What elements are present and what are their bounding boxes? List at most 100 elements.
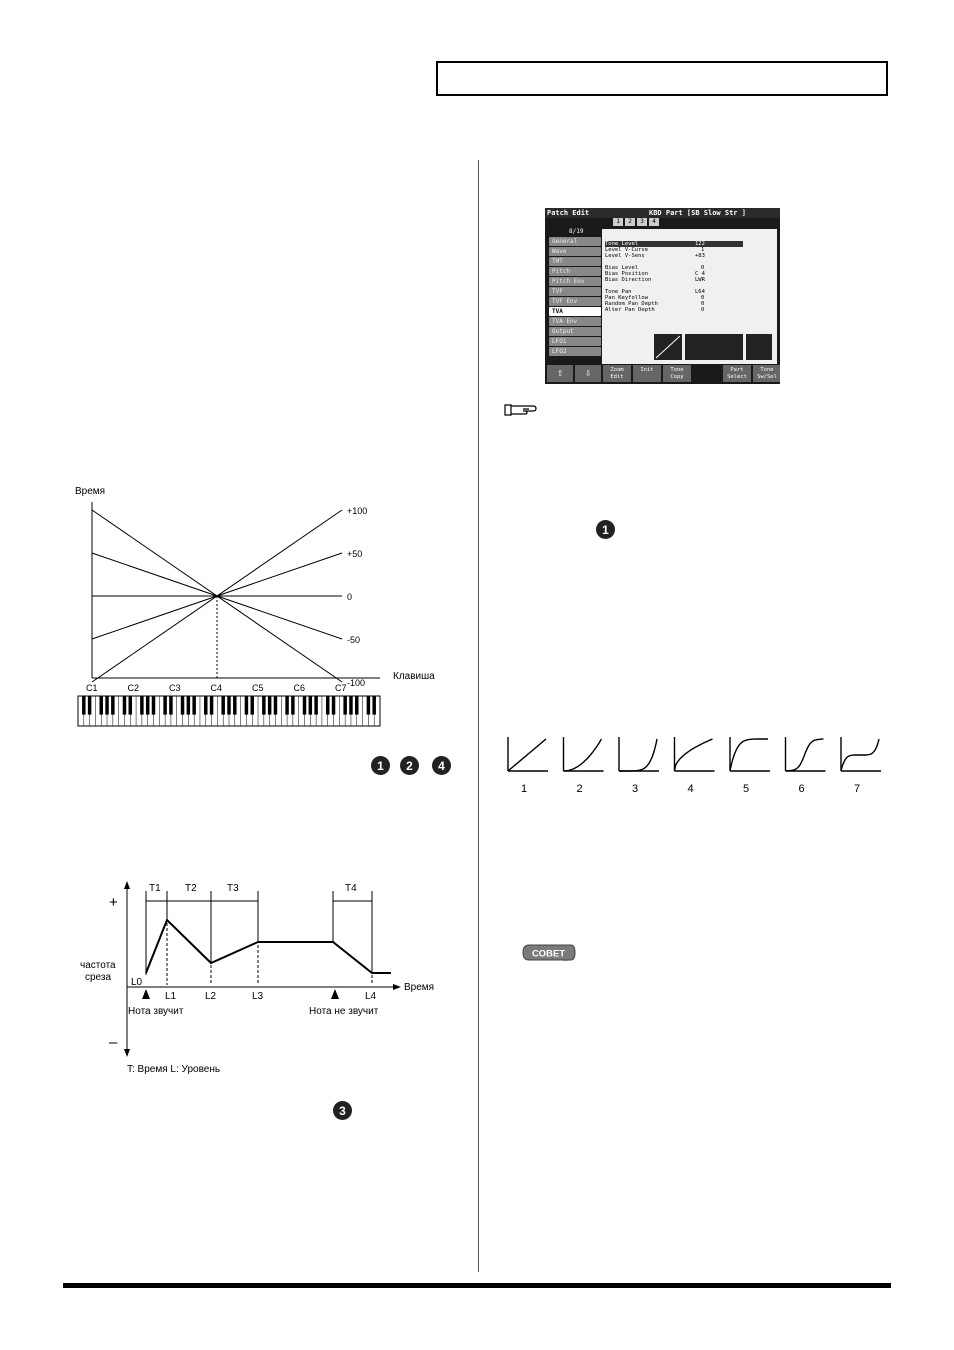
keyfollow-series-label-2: 0: [347, 592, 352, 602]
lcd-side-tvf-env[interactable]: TVF Env: [549, 297, 601, 306]
keyfollow-note-3: C4: [211, 683, 223, 693]
marker-4: 4: [432, 756, 451, 775]
lcd-tab-4[interactable]: 4: [649, 218, 659, 226]
keyfollow-note-2: C3: [169, 683, 181, 693]
envelope-chart: + – частота среза Время T1 T2 T3 T4 L0 L…: [80, 881, 434, 1075]
env-note-on: Нота звучит: [128, 1006, 184, 1017]
lcd-tabs: 1 2 3 4: [613, 218, 659, 227]
keyboard-black-key: [331, 696, 336, 715]
curve-label-1: 1: [521, 783, 527, 795]
lcd-part-select-button[interactable]: Part Select: [723, 365, 751, 382]
env-minus: –: [109, 1034, 118, 1051]
keyboard-black-key: [186, 696, 191, 715]
env-note-off: Нота не звучит: [309, 1006, 379, 1017]
keyboard-black-key: [267, 696, 272, 715]
keyboard-black-key: [372, 696, 376, 715]
keyboard-black-key: [204, 696, 208, 715]
keyboard-black-key: [343, 696, 347, 715]
keyboard-black-key: [105, 696, 109, 715]
lcd-side-wave[interactable]: Wave: [549, 247, 601, 256]
lcd-init-button[interactable]: Init: [633, 365, 661, 382]
lcd-tab-2[interactable]: 2: [625, 218, 635, 226]
lcd-down-arrow-icon[interactable]: ⇩: [575, 365, 601, 382]
curve-3: [619, 738, 658, 772]
keyfollow-note-6: C7: [335, 683, 347, 693]
bottom-rule: [63, 1283, 891, 1288]
lcd-side-tva-env[interactable]: TVA Env: [549, 317, 601, 326]
keyboard-black-key: [244, 696, 249, 715]
keyboard-black-key: [163, 696, 167, 715]
keyboard-black-key: [291, 696, 295, 715]
lcd-side-tmt[interactable]: TMT: [549, 257, 601, 266]
env-t4: T4: [345, 883, 357, 894]
lcd-side-lfo2[interactable]: LFO2: [549, 347, 601, 356]
curve-5: [729, 738, 768, 772]
keyboard-black-key: [192, 696, 196, 715]
keyfollow-note-4: C5: [252, 683, 264, 693]
lcd-up-arrow-icon[interactable]: ⇧: [547, 365, 573, 382]
keyfollow-note-5: C6: [294, 683, 306, 693]
keyfollow-line-4: [91, 509, 343, 683]
keyboard-black-key: [145, 696, 150, 715]
curve-1: [507, 738, 547, 772]
lcd-tone-copy-button[interactable]: Tone Copy: [663, 365, 691, 382]
env-t3: T3: [227, 883, 239, 894]
lcd-side-output[interactable]: Output: [549, 327, 601, 336]
keyfollow-series-label-1: -50: [347, 635, 360, 645]
env-l1: L1: [165, 991, 177, 1002]
env-l2: L2: [205, 991, 217, 1002]
lcd-side-pitch-env[interactable]: Pitch Env: [549, 277, 601, 286]
lcd-row-level-vsens[interactable]: Level V-Sens+83: [605, 253, 705, 259]
keyboard-black-key: [151, 696, 156, 715]
keyboard-black-key: [349, 696, 353, 715]
env-l4: L4: [365, 991, 377, 1002]
lcd-side-lfo1[interactable]: LFO1: [549, 337, 601, 346]
env-legend: T: Время L: Уровень: [127, 1064, 220, 1075]
keyboard-black-key: [233, 696, 237, 715]
env-ylabel-2: среза: [85, 972, 111, 983]
keyboard-black-key: [128, 696, 133, 715]
lcd-curve-graph: [654, 334, 682, 360]
keyboard-black-key: [285, 696, 289, 715]
keyboard-black-key: [250, 696, 254, 715]
lcd-side-pitch[interactable]: Pitch: [549, 267, 601, 276]
keyboard-black-key: [262, 696, 266, 715]
lcd-zoom-edit-button[interactable]: Zoom Edit: [603, 365, 631, 382]
lcd-side-general[interactable]: General: [549, 237, 601, 246]
marker-1-right: 1: [596, 520, 615, 539]
lcd-page: 8/19: [569, 228, 584, 235]
curve-2: [563, 738, 603, 772]
lcd-tab-1[interactable]: 1: [613, 218, 623, 226]
keyboard-black-key: [87, 696, 92, 715]
keyboard-black-key: [302, 696, 307, 715]
marker-2: 2: [400, 756, 419, 775]
lcd-empty-slot: [693, 365, 721, 382]
env-t1: T1: [149, 883, 161, 894]
lcd-side-tvf[interactable]: TVF: [549, 287, 601, 296]
keyboard-black-key: [221, 696, 225, 715]
keyfollow-series-label-0: -100: [347, 678, 365, 688]
lcd-side-tva[interactable]: TVA: [549, 307, 601, 316]
curve-4: [673, 738, 713, 772]
marker-3: 3: [333, 1101, 352, 1120]
env-l3: L3: [252, 991, 264, 1002]
lcd-pan-graph: [746, 334, 772, 360]
env-t2: T2: [185, 883, 197, 894]
keyboard-black-key: [314, 696, 318, 715]
column-divider: [478, 160, 479, 1272]
lcd-tab-3[interactable]: 3: [637, 218, 647, 226]
keyboard-black-key: [111, 696, 115, 715]
lcd-tone-swsel-button[interactable]: Tone Sw/Sel: [753, 365, 780, 382]
keyboard-black-key: [325, 696, 330, 715]
